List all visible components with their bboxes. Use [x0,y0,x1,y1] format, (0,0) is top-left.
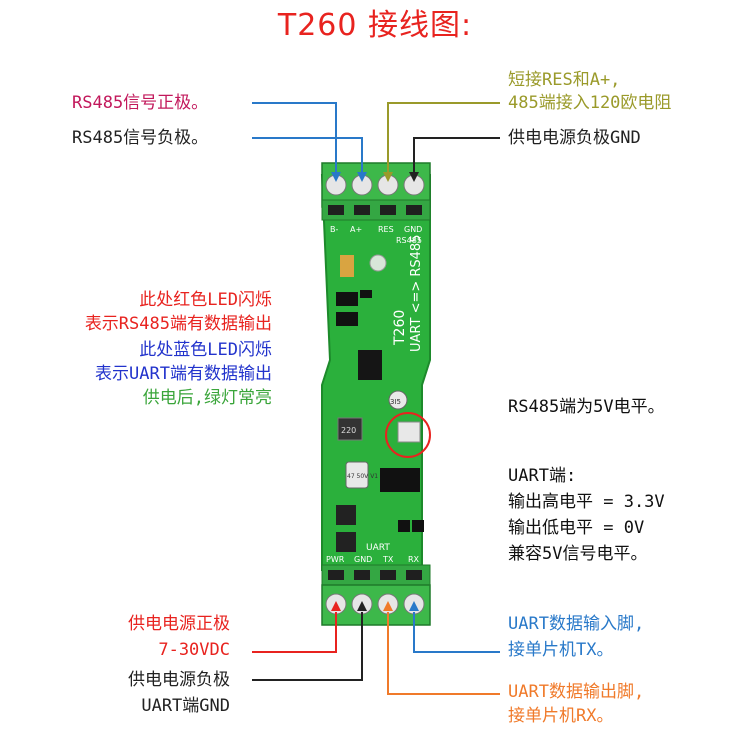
board-cap: 47 50V V1 [347,473,378,480]
wire-res [387,102,500,178]
label-res-line2: 485端接入120欧电阻 [508,93,672,113]
board-rs485-tag: RS485 [396,236,422,245]
wire-rx [387,612,500,695]
board-inductor: 220 [341,426,356,435]
note-uart-high: 输出高电平 = 3.3V [508,492,665,512]
label-pwr-2: 7-30VDC [158,640,230,660]
label-pwr-1: 供电电源正极 [128,614,230,634]
note-uart-compat: 兼容5V信号电平。 [508,544,648,564]
wire-gnd-bottom [252,612,363,681]
board-pin-rx: RX [408,555,420,564]
board-pin-gnd: GND [404,225,422,234]
label-rx-1: UART数据输出脚, [508,682,645,702]
note-red-led-1: 此处红色LED闪烁 [139,290,272,310]
wire-rs485-pos [252,102,337,178]
board-ic: 3I5 [390,398,401,406]
wire-gnd-top [413,137,500,178]
note-uart-head: UART端: [508,466,577,486]
label-gnd-bottom-1: 供电电源负极 [128,670,230,690]
pcb-components [336,254,424,552]
note-blue-led-2: 表示UART端有数据输出 [95,364,272,384]
label-res-line1: 短接RES和A+, [508,70,621,90]
label-tx-2: 接单片机TX。 [508,640,614,660]
note-rs485-level: RS485端为5V电平。 [508,397,665,417]
board-pin-tx: TX [382,555,394,564]
label-rs485-neg: RS485信号负极。 [72,128,209,148]
note-green-led: 供电后,绿灯常亮 [142,388,272,408]
wire-tx [413,612,500,653]
top-terminal-block [321,162,431,221]
wire-rs485-neg [252,137,363,178]
board-uart-tag: UART [366,543,390,553]
led-highlight-circle [385,412,431,458]
label-gnd-bottom-2: UART端GND [141,696,230,716]
board-pin-gnd2: GND [354,555,372,564]
wire-pwr [252,612,337,653]
board-model: T260 [392,310,408,346]
note-uart-low: 输出低电平 = 0V [508,518,645,538]
note-red-led-2: 表示RS485端有数据输出 [84,314,272,334]
label-rx-2: 接单片机RX。 [508,706,614,726]
board-pin-b: B- [330,225,338,234]
label-gnd-top: 供电电源负极GND [508,128,641,148]
board-pin-res: RES [378,225,394,234]
note-blue-led-1: 此处蓝色LED闪烁 [139,340,272,360]
label-rs485-pos: RS485信号正极。 [72,93,209,113]
label-tx-1: UART数据输入脚, [508,614,645,634]
board-bridge: UART <=> RS485 [409,235,424,352]
page-title: T260 接线图: [277,8,473,43]
board-pin-pwr: PWR [326,555,345,564]
board-pin-a: A+ [350,225,362,234]
bottom-terminal-block [321,564,431,626]
